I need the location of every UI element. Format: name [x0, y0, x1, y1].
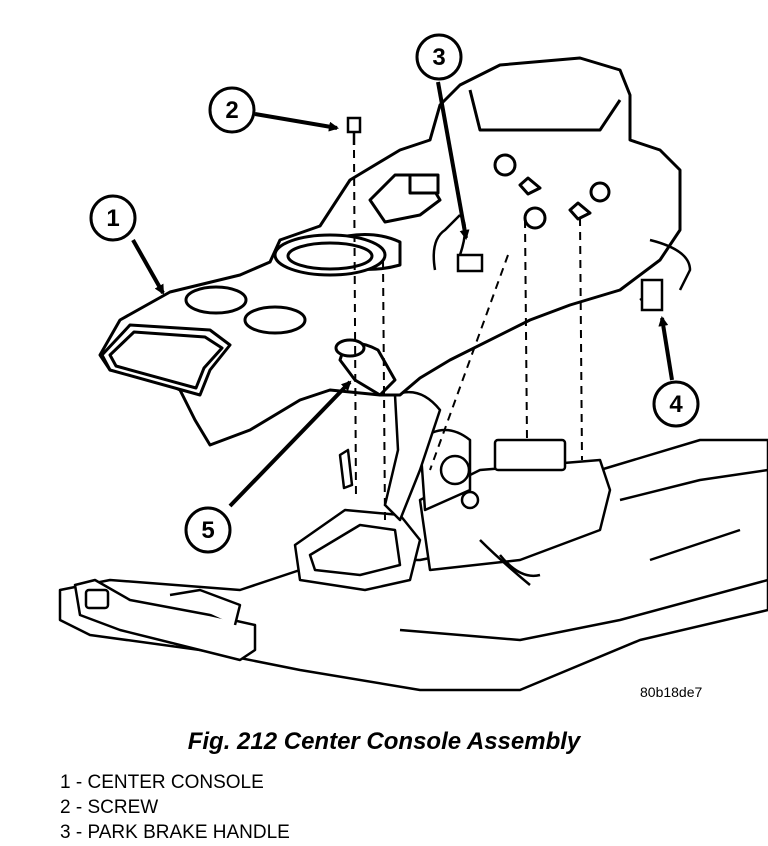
svg-text:3: 3 [432, 44, 445, 71]
legend-label: CENTER CONSOLE [87, 772, 264, 793]
legend-item: 1 - CENTER CONSOLE [60, 770, 290, 795]
legend-separator: - [75, 822, 83, 843]
diagram-drawing: 1 2 3 4 5 [58, 33, 768, 692]
parts-legend: 1 - CENTER CONSOLE 2 - SCREW 3 - PARK BR… [60, 770, 290, 845]
rear-bracket [73, 578, 257, 662]
legend-number: 2 [60, 797, 71, 818]
callout-2: 2 [208, 86, 256, 134]
legend-item: 3 - PARK BRAKE HANDLE [60, 820, 290, 845]
callout-5: 5 [184, 506, 232, 554]
legend-label: SCREW [87, 797, 159, 818]
legend-separator: - [75, 797, 83, 818]
image-code: 80b18de7 [640, 684, 703, 700]
callout-4: 4 [652, 380, 700, 428]
legend-number: 3 [60, 822, 71, 843]
svg-text:1: 1 [106, 205, 119, 232]
connector-plugs [346, 116, 664, 312]
legend-separator: - [75, 772, 83, 793]
legend-number: 1 [60, 772, 71, 793]
legend-label: PARK BRAKE HANDLE [87, 822, 290, 843]
svg-text:5: 5 [201, 517, 214, 544]
svg-text:4: 4 [669, 391, 683, 418]
console-assembly-diagram: 1 2 3 4 5 [58, 33, 768, 692]
svg-text:2: 2 [225, 97, 238, 124]
center-console [98, 56, 682, 447]
figure-caption: Fig. 212 Center Console Assembly [187, 728, 581, 755]
callout-1: 1 [89, 194, 137, 242]
callout-3: 3 [415, 33, 463, 81]
callout-arrows [131, 81, 674, 508]
shifter-base [293, 428, 612, 592]
legend-item: 2 - SCREW [60, 795, 290, 820]
alignment-lines [353, 149, 583, 521]
